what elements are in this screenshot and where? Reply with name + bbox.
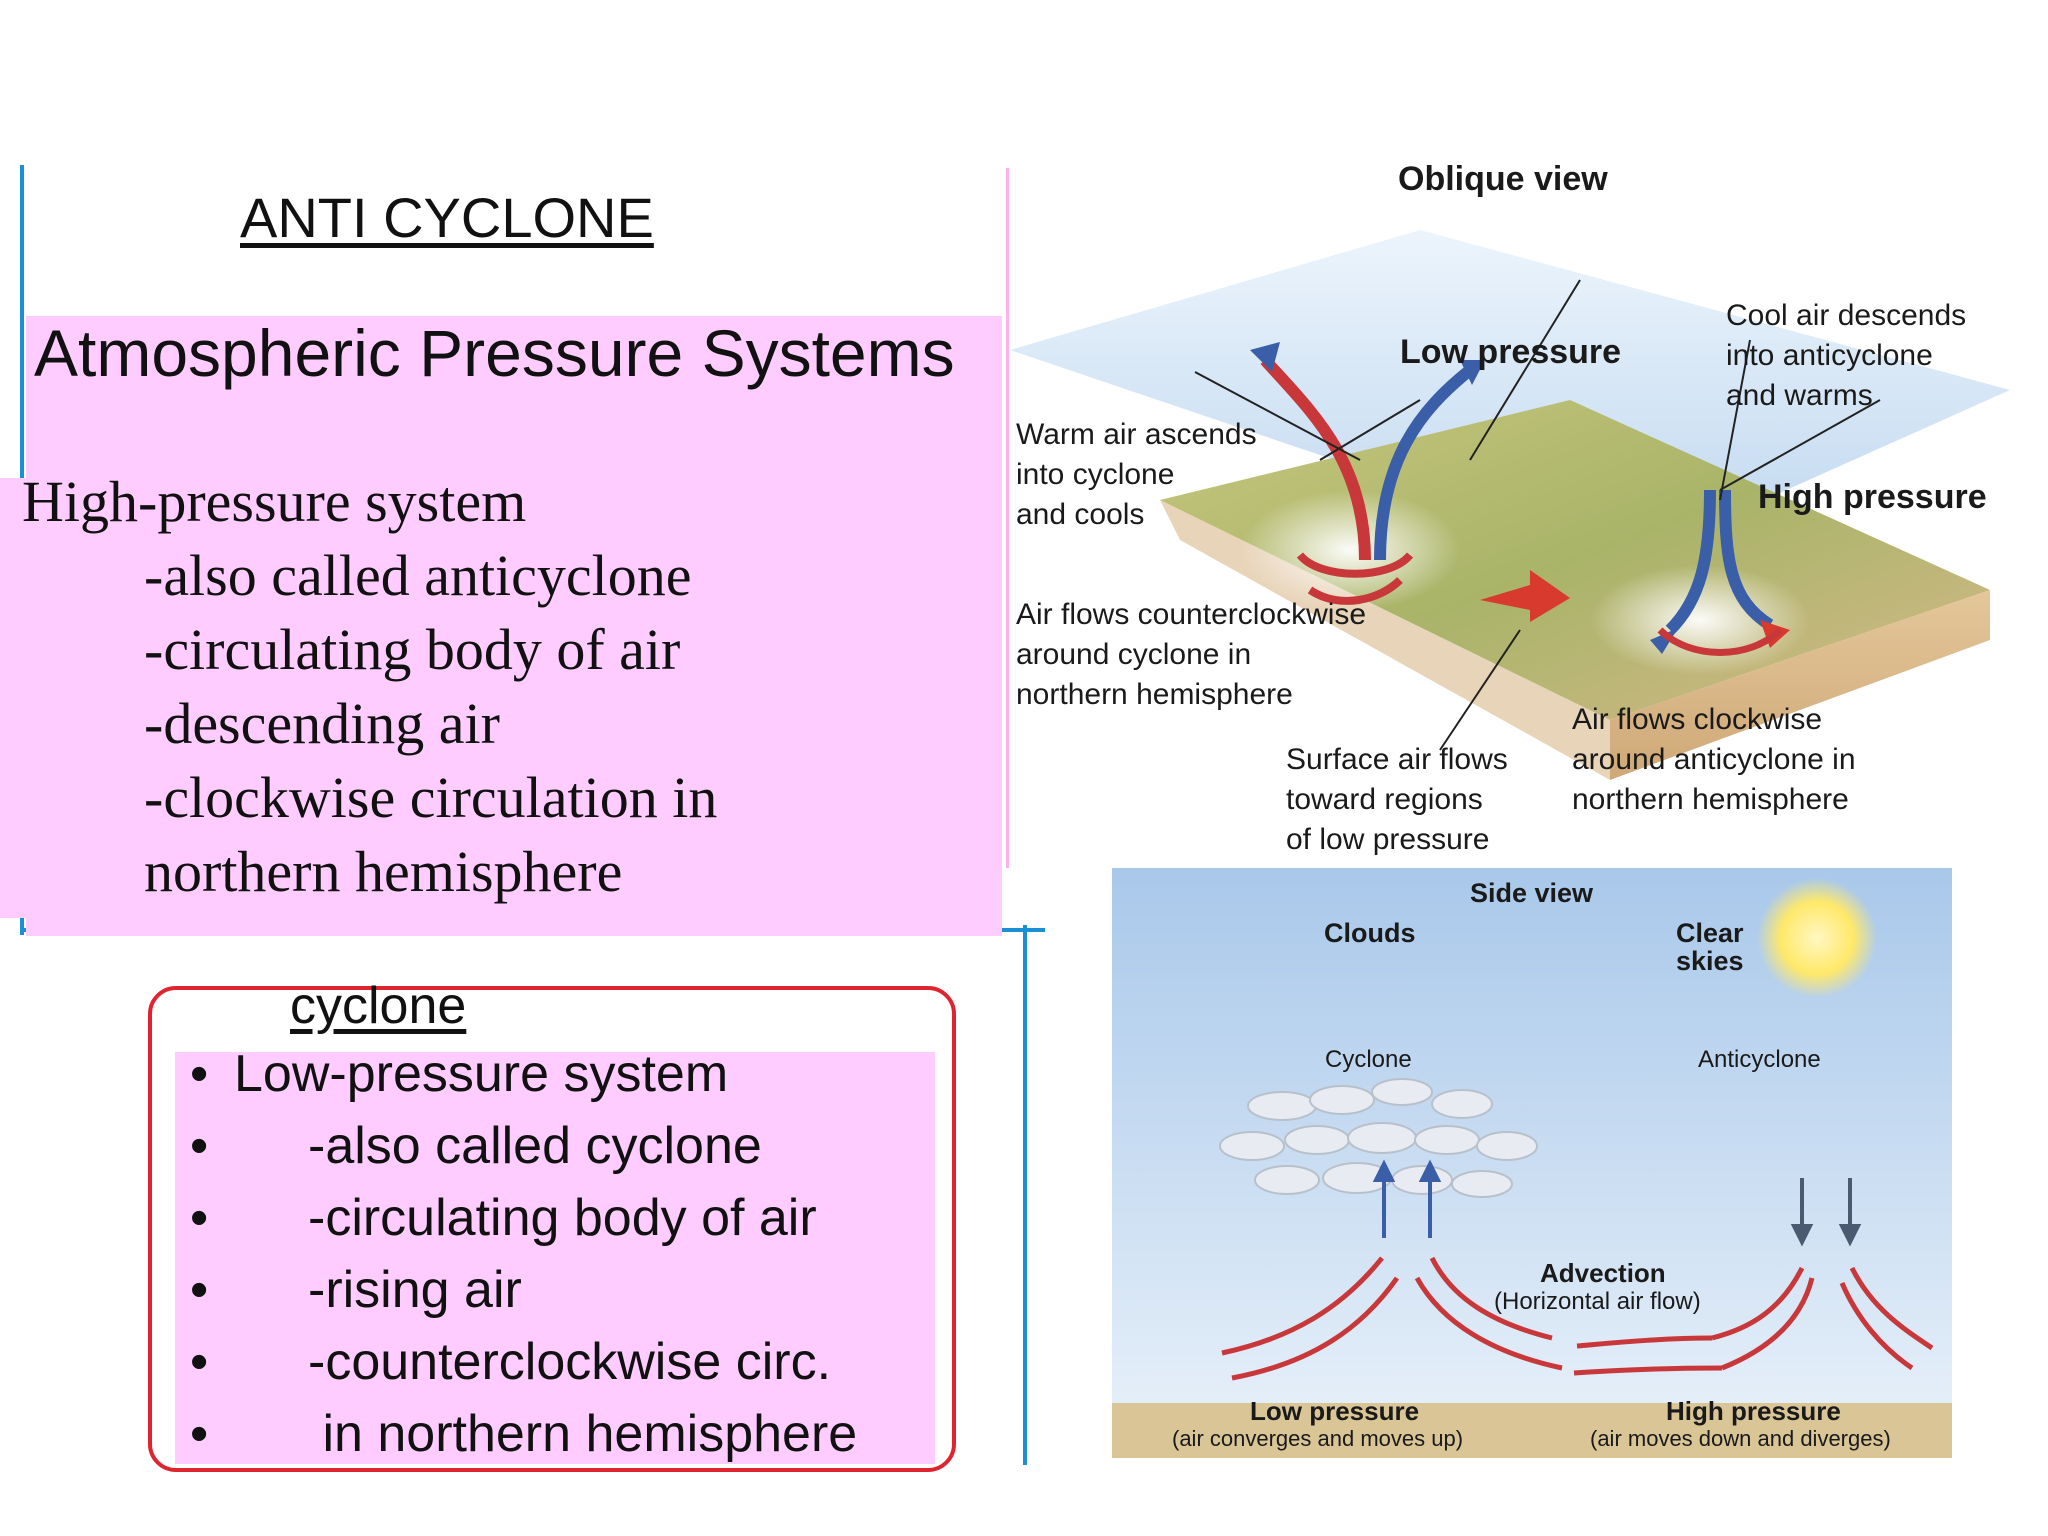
advection-arrows [1573,1335,1723,1376]
anticyclone-descending-arrow [1665,489,1716,635]
pink-edge-line [1006,168,1009,868]
clear-label-1: Clear [1676,918,1744,948]
side-low-pressure-label: Low pressure [1250,1396,1420,1426]
cyclone-line-1: Low-pressure system [234,1045,729,1103]
cyclone-line-5: -counterclockwise circ. [308,1333,832,1391]
cyclone-side-label: Cyclone [1325,1046,1412,1073]
advection-sub-label: (Horizontal air flow) [1494,1288,1701,1315]
cyclone-bullet-3: • [190,1189,209,1247]
anticyclone-diverge-arrows [1711,1266,1934,1371]
surface-line-1: Surface air flows [1286,743,1508,776]
anticyclone-line-6: northern hemisphere [144,839,623,904]
clouds-label: Clouds [1324,918,1416,948]
clear-label-2: skies [1676,946,1744,976]
warm-air-line-2: into cyclone [1016,458,1175,491]
cyclone-arrowhead-right [1460,360,1485,385]
surface-line-2: toward regions [1286,783,1483,816]
leader-cool-air [1719,339,1751,501]
anticyclone-swirl [1657,627,1783,656]
cyclone-bullet-5: • [190,1333,209,1391]
anticyclone-panel-edge [0,478,26,918]
cyclone-arrowhead-left [1250,342,1280,372]
side-low-pressure-sub: (air converges and moves up) [1172,1426,1464,1451]
cyclone-panel [175,1052,935,1464]
leader-high-pressure [1719,399,1881,491]
cw-line-3: northern hemisphere [1572,783,1849,816]
cyclone-rising-arrow-blue [1374,365,1474,561]
anticyclone-descending-arrow-2 [1719,489,1774,631]
cyclone-bullet-6: • [190,1405,209,1463]
sun-icon [1757,878,1877,998]
cyclone-bullet-1: • [190,1045,209,1103]
anticyclone-line-1: High-pressure system [22,469,527,534]
side-high-pressure-label: High pressure [1666,1396,1841,1426]
systems-title: Atmospheric Pressure Systems [34,316,955,390]
cyclone-heading: cyclone [290,977,467,1035]
leader-ccw [1319,399,1421,461]
cw-line-2: around anticyclone in [1572,743,1856,776]
cyclone-bullet-4: • [190,1261,209,1319]
anticyclone-panel [26,316,1002,936]
anticyclone-line-4: -descending air [144,691,500,756]
cyclone-up-arrows [1372,1159,1442,1238]
leader-surface [1439,629,1521,751]
advection-label: Advection [1540,1258,1666,1288]
anticyclone-line-2: -also called anticyclone [144,543,692,608]
anticyclone-side-label: Anticyclone [1698,1046,1821,1073]
cool-air-line-2: into anticyclone [1726,339,1933,372]
side-view-diagram [1112,868,1952,1458]
leader-low-pressure [1469,279,1581,461]
warm-air-line-3: and cools [1016,498,1145,531]
cyclone-line-6: in northern hemisphere [308,1405,858,1463]
cyclone-glow [1240,490,1460,610]
ccw-line-3: northern hemisphere [1016,678,1293,711]
anticyclone-line-3: -circulating body of air [144,617,681,682]
anticyclone-arrowhead-left [1650,628,1678,654]
cyclone-line-3: -circulating body of air [308,1189,817,1247]
surface-flow-arrow [1480,570,1570,622]
cyclone-rising-arrow-red [1260,355,1371,561]
anticyclone-heading: ANTI CYCLONE [240,186,654,249]
cw-line-1: Air flows clockwise [1572,703,1823,736]
right-vertical-line [1023,925,1027,1465]
oblique-low-pressure-label: Low pressure [1400,333,1622,371]
leader-warm-air [1194,371,1361,461]
anticyclone-line-5: -clockwise circulation in [144,765,718,830]
cyclone-line-2: -also called cyclone [308,1117,762,1175]
side-ground [1112,1403,1952,1458]
land-side-front [1610,590,1990,780]
ccw-line-2: around cyclone in [1016,638,1252,671]
cyclone-swirl-2 [1307,577,1403,605]
anticyclone-down-arrows [1790,1178,1862,1247]
ccw-line-1: Air flows counterclockwise [1016,598,1367,631]
cyclone-bullet-2: • [190,1117,209,1175]
oblique-view-title: Oblique view [1398,160,1608,198]
oblique-high-pressure-label: High pressure [1758,478,1987,516]
oblique-view-diagram [1010,230,2010,780]
side-high-pressure-sub: (air moves down and diverges) [1590,1426,1891,1451]
warm-air-line-1: Warm air ascends [1016,418,1257,451]
cool-air-line-3: and warms [1726,379,1873,412]
cyclone-converge-arrows [1221,1256,1563,1381]
cyclone-swirl [1296,552,1414,578]
cool-air-line-1: Cool air descends [1726,299,1967,332]
cyclone-line-4: -rising air [308,1261,522,1319]
surface-line-3: of low pressure [1286,823,1490,856]
side-view-title: Side view [1470,878,1594,908]
